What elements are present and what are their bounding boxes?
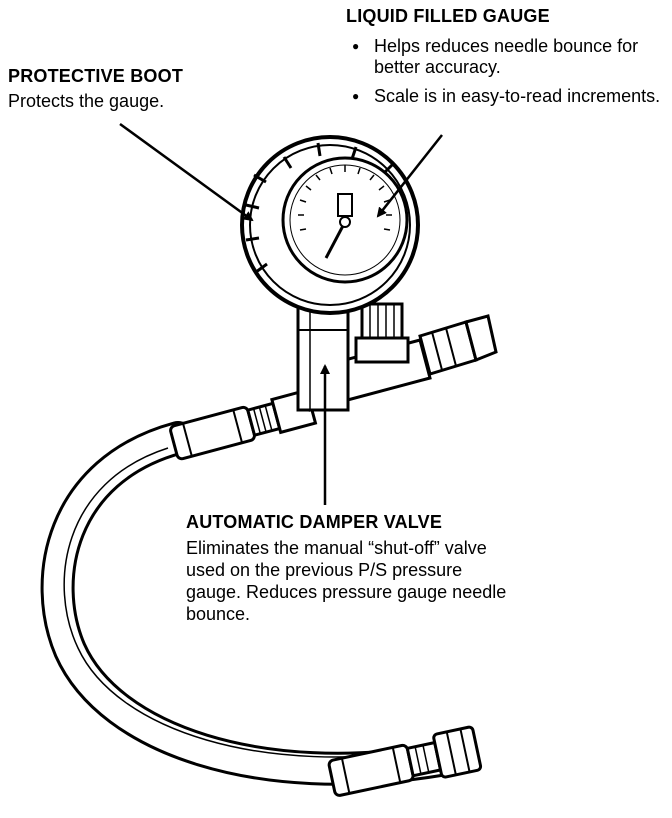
hose xyxy=(40,421,457,786)
hose-fitting-right xyxy=(327,725,483,797)
arrow-liquid-filled-gauge xyxy=(376,134,443,218)
liquid-filled-gauge-bullet: Helps reduces needle bounce for better a… xyxy=(346,36,666,78)
protective-boot-title: PROTECTIVE BOOT xyxy=(8,66,184,86)
liquid-filled-gauge-bullets: Helps reduces needle bounce for better a… xyxy=(346,36,666,115)
arrow-protective-boot xyxy=(119,122,254,222)
liquid-filled-gauge-bullet: Scale is in easy-to-read increments. xyxy=(346,86,666,107)
automatic-damper-valve-title: AUTOMATIC DAMPER VALVE xyxy=(186,512,443,532)
liquid-filled-gauge-title: LIQUID FILLED GAUGE xyxy=(346,6,550,26)
tee-fitting xyxy=(296,298,498,412)
automatic-damper-valve-description: Eliminates the manual “shut-off” valve u… xyxy=(186,538,507,624)
gauge xyxy=(240,135,420,315)
hose-fitting-left xyxy=(169,388,318,461)
protective-boot-description: Protects the gauge. xyxy=(8,91,165,111)
